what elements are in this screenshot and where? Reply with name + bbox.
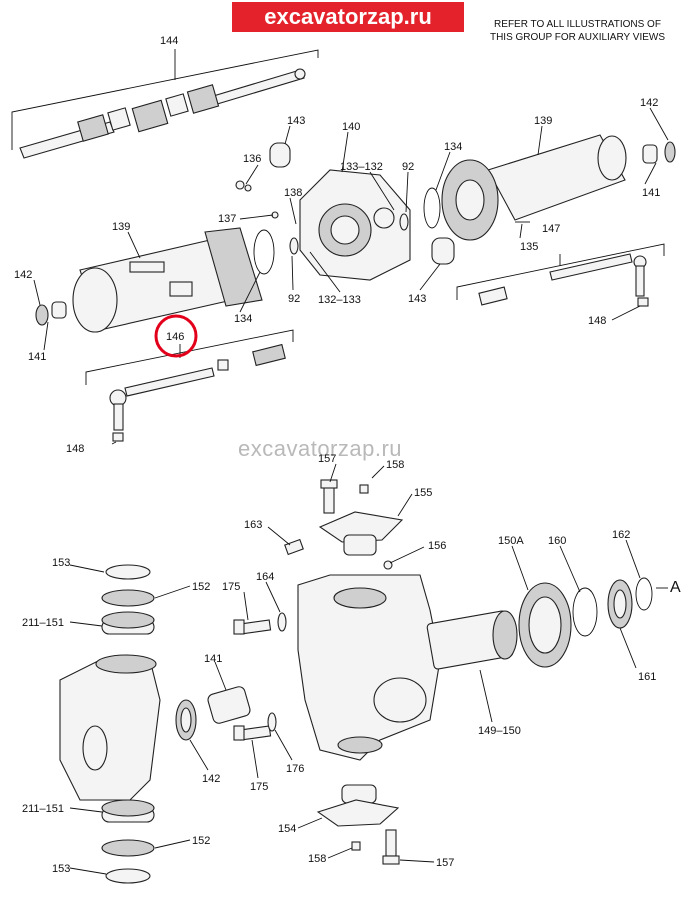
callout-133-132: 133–132	[340, 161, 383, 173]
callout-158-top: 158	[386, 459, 404, 471]
callout-138: 138	[284, 187, 302, 199]
steering-knuckle-main	[297, 574, 441, 761]
callout-143-top: 143	[287, 115, 305, 127]
callout-148-left: 148	[66, 443, 84, 455]
callout-152-bottom: 152	[192, 835, 210, 847]
callout-a: A	[670, 579, 681, 596]
callout-143-bottom: 143	[408, 293, 426, 305]
auxiliary-views-note: REFER TO ALL ILLUSTRATIONS OF THIS GROUP…	[470, 18, 685, 44]
axle-housing-right-139	[441, 134, 627, 241]
brand-banner: excavatorzap.ru	[232, 2, 464, 32]
bracket-144	[11, 49, 319, 150]
callout-142-right: 142	[640, 97, 658, 109]
callout-132-133: 132–133	[318, 294, 361, 306]
callout-153-top: 153	[52, 557, 70, 569]
callout-157-bottom: 157	[436, 857, 454, 869]
callout-146: 146	[166, 331, 184, 343]
upper-leader-lines	[33, 107, 669, 445]
highlight-ring-146	[154, 314, 198, 358]
drive-shaft-149-150	[426, 610, 518, 670]
callout-148-right: 148	[588, 315, 606, 327]
callout-158-bottom: 158	[308, 853, 326, 865]
bushing-141-seal-142	[175, 686, 251, 741]
callout-139-left: 139	[112, 221, 130, 233]
callout-150a: 150A	[498, 535, 524, 547]
callout-164: 164	[256, 571, 274, 583]
callout-144: 144	[160, 35, 178, 47]
callout-141-left: 141	[28, 351, 46, 363]
callout-135: 135	[520, 241, 538, 253]
callout-153-bottom: 153	[52, 863, 70, 875]
callout-139-right: 139	[534, 115, 552, 127]
upper-small-parts	[35, 141, 676, 326]
planetary-carrier-150a	[518, 582, 572, 668]
callout-147: 147	[542, 223, 560, 235]
callout-136: 136	[243, 153, 261, 165]
callout-155: 155	[414, 487, 432, 499]
note-line-2: THIS GROUP FOR AUXILIARY VIEWS	[489, 32, 666, 43]
callout-152-top: 152	[192, 581, 210, 593]
tie-rod-147	[456, 243, 665, 307]
callout-176: 176	[286, 763, 304, 775]
callout-92-right: 92	[402, 161, 414, 173]
callout-134-left: 134	[234, 313, 252, 325]
callout-137: 137	[218, 213, 236, 225]
callout-149-150: 149–150	[478, 725, 521, 737]
tie-rod-146	[85, 329, 294, 442]
callout-156: 156	[428, 540, 446, 552]
callout-163: 163	[244, 519, 262, 531]
drive-shaft-144	[19, 68, 306, 159]
callout-160: 160	[548, 535, 566, 547]
callout-154: 154	[278, 823, 296, 835]
callout-211-151-top: 211–151	[22, 617, 64, 629]
watermark: excavatorzap.ru	[238, 436, 403, 461]
callout-134-right: 134	[444, 141, 462, 153]
callout-211-151-bottom: 211–151	[22, 803, 64, 815]
note-line-1: REFER TO ALL ILLUSTRATIONS OF	[494, 19, 661, 30]
bolts-and-washers	[233, 538, 393, 741]
callout-140: 140	[342, 121, 360, 133]
axle-housing-left-139	[72, 227, 263, 333]
king-pin-cap-bottom-154	[316, 784, 400, 865]
callout-141-right: 141	[642, 187, 660, 199]
rings-160-161-162	[572, 577, 653, 637]
differential-housing-140	[299, 169, 411, 281]
callout-161: 161	[638, 671, 656, 683]
callout-141-lower: 141	[204, 653, 222, 665]
callout-142-left: 142	[14, 269, 32, 281]
left-upper-rings	[101, 564, 155, 635]
lower-leader-lines	[69, 463, 668, 875]
callout-175-bottom: 175	[250, 781, 268, 793]
callout-142-lower: 142	[202, 773, 220, 785]
callout-162: 162	[612, 529, 630, 541]
callout-175-top: 175	[222, 581, 240, 593]
steering-knuckle-housing	[59, 654, 161, 801]
left-lower-rings	[101, 799, 155, 884]
king-pin-cap-top-155	[318, 479, 404, 556]
callout-92-left: 92	[288, 293, 300, 305]
callout-157-top: 157	[318, 453, 336, 465]
